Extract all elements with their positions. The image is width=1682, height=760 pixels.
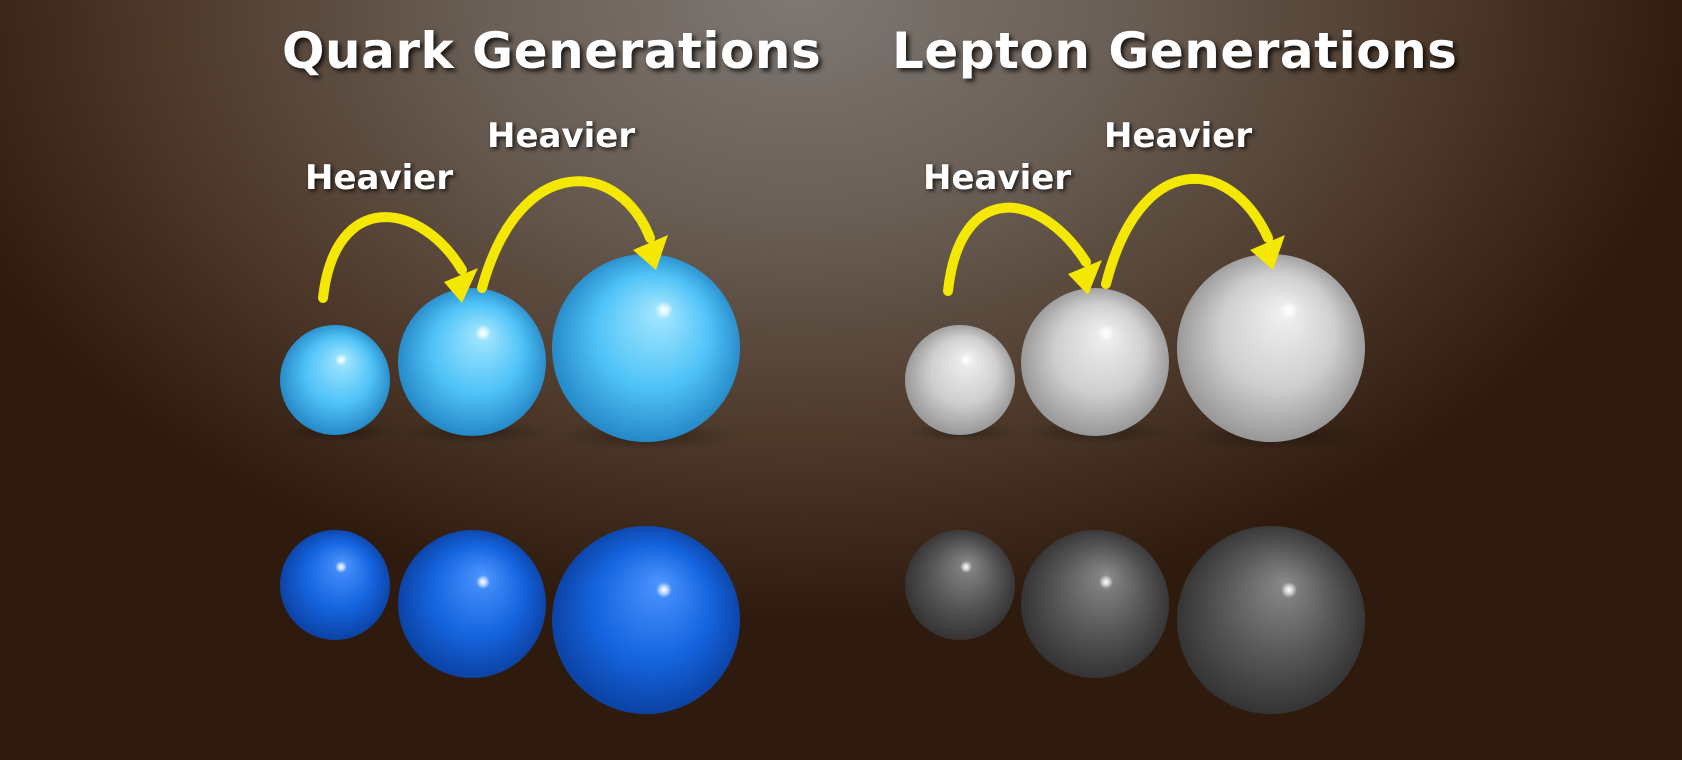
lepton-sphere-dark-gen2 bbox=[1021, 530, 1169, 678]
quark-sphere-gen1 bbox=[280, 325, 395, 442]
quark-arrow-2 bbox=[477, 176, 668, 293]
quark-sphere-gen2 bbox=[398, 288, 547, 444]
lepton-generations-title: Lepton Generations bbox=[892, 22, 1458, 80]
quark-generations-title: Quark Generations bbox=[282, 22, 822, 80]
quark-arrow-1 bbox=[318, 212, 478, 303]
lepton-sphere-dark-gen1 bbox=[905, 530, 1015, 640]
lepton-heavier-label-2: Heavier bbox=[1104, 116, 1253, 156]
quark-heavier-label-1: Heavier bbox=[305, 158, 454, 198]
lepton-row-dark bbox=[905, 526, 1365, 714]
lepton-arrow-1 bbox=[943, 202, 1102, 296]
quark-heavier-label-2: Heavier bbox=[487, 116, 636, 156]
lepton-sphere-gen2 bbox=[1021, 288, 1170, 444]
lepton-heavier-label-1: Heavier bbox=[923, 158, 1072, 198]
lepton-sphere-gen3 bbox=[1177, 254, 1365, 450]
quark-sphere-gen3 bbox=[552, 254, 740, 450]
lepton-sphere-dark-gen3 bbox=[1177, 526, 1365, 714]
quark-row-light bbox=[280, 254, 740, 450]
quark-sphere-dark-gen2 bbox=[398, 530, 546, 678]
lepton-arrow-2 bbox=[1101, 173, 1285, 289]
lepton-row-light bbox=[905, 254, 1365, 450]
quark-sphere-dark-gen1 bbox=[280, 530, 390, 640]
lepton-sphere-gen1 bbox=[905, 325, 1017, 442]
quark-sphere-dark-gen3 bbox=[552, 526, 740, 714]
quark-row-dark bbox=[280, 526, 740, 714]
